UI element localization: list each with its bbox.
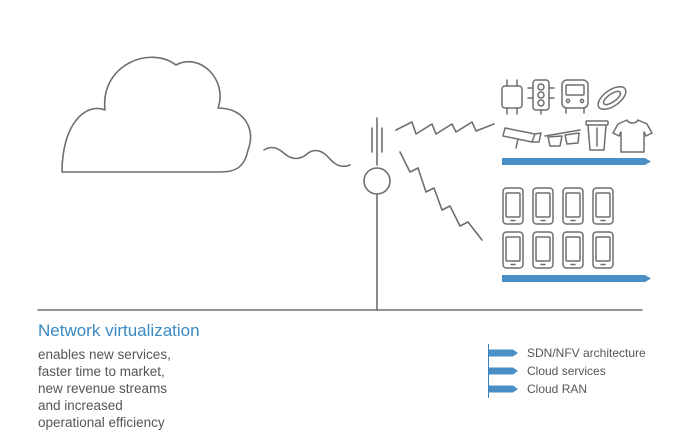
- tshirt-icon: [612, 119, 653, 153]
- legend-item-sdn-nfv: SDN/NFV architecture: [489, 344, 646, 362]
- phones-group: [502, 187, 614, 269]
- cloud-icon: [61, 56, 252, 173]
- legend-item-cloud-ran: Cloud RAN: [489, 380, 646, 398]
- description-line: enables new services,: [38, 347, 171, 362]
- bus-icon: [561, 79, 589, 114]
- description-line: faster time to market,: [38, 364, 165, 379]
- phone-icon: [502, 187, 524, 225]
- smart-glasses-icon: [544, 129, 581, 147]
- phone-icon: [562, 231, 584, 269]
- description: enables new services, faster time to mar…: [38, 346, 171, 431]
- phone-icon: [562, 187, 584, 225]
- page-title: Network virtualization: [38, 321, 200, 340]
- wireless-link-cloud: [263, 146, 351, 168]
- legend-label: Cloud services: [527, 364, 606, 378]
- legend-label: SDN/NFV architecture: [527, 346, 646, 360]
- iot-bar: [502, 158, 651, 165]
- phone-icon: [532, 187, 554, 225]
- wireless-link-iot: [395, 121, 495, 135]
- phone-icon: [502, 231, 524, 269]
- description-line: new revenue streams: [38, 381, 168, 396]
- security-camera-icon: [502, 127, 542, 149]
- legend-label: Cloud RAN: [527, 382, 588, 396]
- phone-icon: [532, 231, 554, 269]
- tower-hub: [363, 167, 391, 195]
- traffic-light-icon: [527, 79, 555, 115]
- legend: SDN/NFV architecture Cloud services Clou…: [488, 344, 646, 398]
- phones-bar: [502, 275, 651, 282]
- arrow-icon: [489, 385, 518, 393]
- wristband-icon: [597, 85, 627, 111]
- arrow-icon: [489, 349, 518, 357]
- wireless-link-phones: [399, 151, 483, 241]
- arrow-icon: [489, 367, 518, 375]
- watch-icon: [501, 79, 523, 115]
- trash-bin-icon: [585, 120, 609, 151]
- description-line: and increased: [38, 398, 123, 413]
- phone-icon: [592, 187, 614, 225]
- legend-item-cloud-services: Cloud services: [489, 362, 646, 380]
- phone-icon: [592, 231, 614, 269]
- description-line: operational efficiency: [38, 415, 165, 430]
